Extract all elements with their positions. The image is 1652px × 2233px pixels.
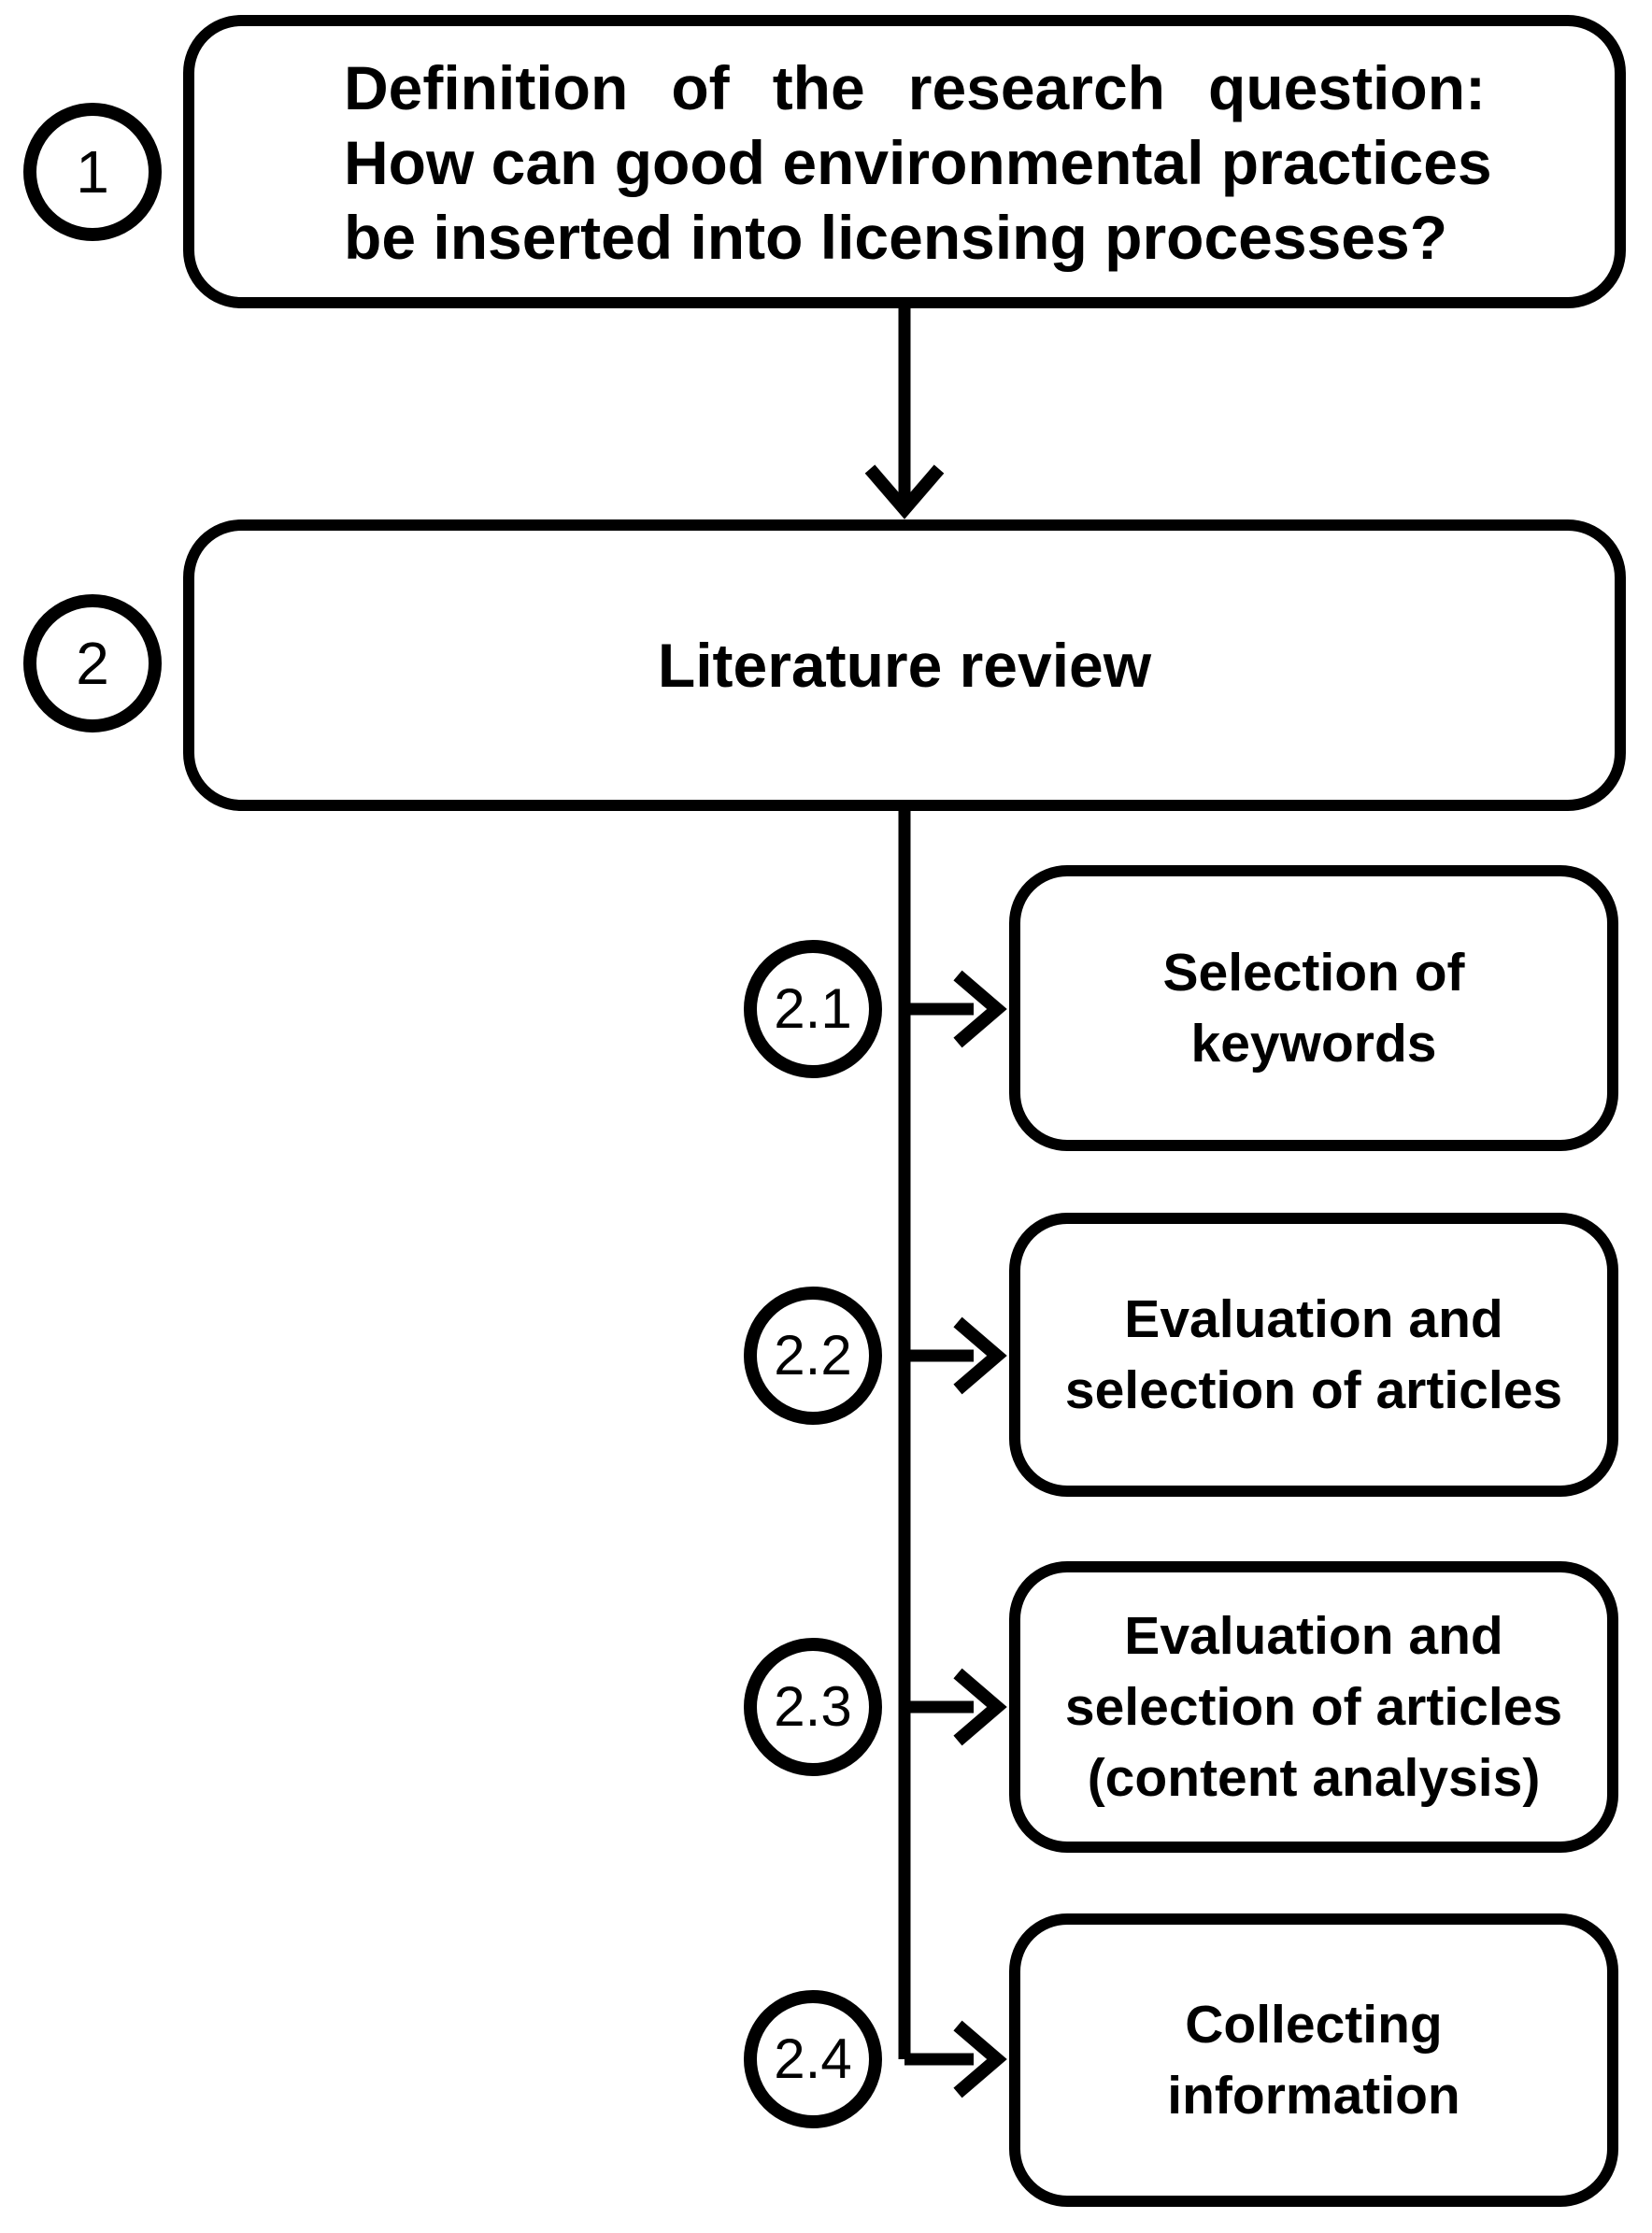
branch-arrow-2-4-head [953,2020,1007,2098]
substep-2-2-number-circle: 2.2 [744,1287,882,1425]
substep-2-2-number: 2.2 [774,1324,852,1387]
substep-2-2-box: Evaluation and selection of articles [1009,1213,1618,1497]
step1-number-circle: 1 [23,103,162,241]
substep-2-3-number-circle: 2.3 [744,1638,882,1776]
substep-2-4-number: 2.4 [774,2027,852,2090]
substep-2-3-box: Evaluation and selection of articles (co… [1009,1561,1618,1853]
substep-2-1-label: Selection of keywords [1162,943,1465,1074]
step1-text: Definition of the research question: How… [194,26,1615,275]
step2-number-circle: 2 [23,594,162,732]
substep-2-3-label: Evaluation and selection of articles (co… [1064,1606,1563,1808]
step2-box: Literature review [183,519,1626,811]
step2-label: Literature review [657,631,1152,700]
branch-arrow-2-3-head [953,1668,1007,1746]
step1-line-3: be inserted into licensing processes? [344,203,1448,272]
substep-2-1-box: Selection of keywords [1009,865,1618,1151]
substep-2-3-number: 2.3 [774,1675,852,1738]
substep-2-4-label: Collecting information [1167,1995,1460,2126]
substep-2-4-box: Collecting information [1009,1913,1618,2207]
substep-2-2-label: Evaluation and selection of articles [1064,1289,1563,1420]
step1-line-2: How can good environmental practices [344,128,1492,197]
step1-number: 1 [76,138,109,206]
step1-line-1: Definition of the research question: [344,53,1486,122]
step1-box: Definition of the research question: How… [183,15,1626,308]
substep-2-4-number-circle: 2.4 [744,1990,882,2128]
branch-arrow-2-2-head [953,1316,1007,1395]
substep-2-1-number-circle: 2.1 [744,940,882,1078]
step2-number: 2 [76,630,109,697]
substep-2-1-number: 2.1 [774,977,852,1040]
branch-arrow-2-1-head [953,970,1007,1048]
arrow-step1-to-step2-head [864,464,945,519]
